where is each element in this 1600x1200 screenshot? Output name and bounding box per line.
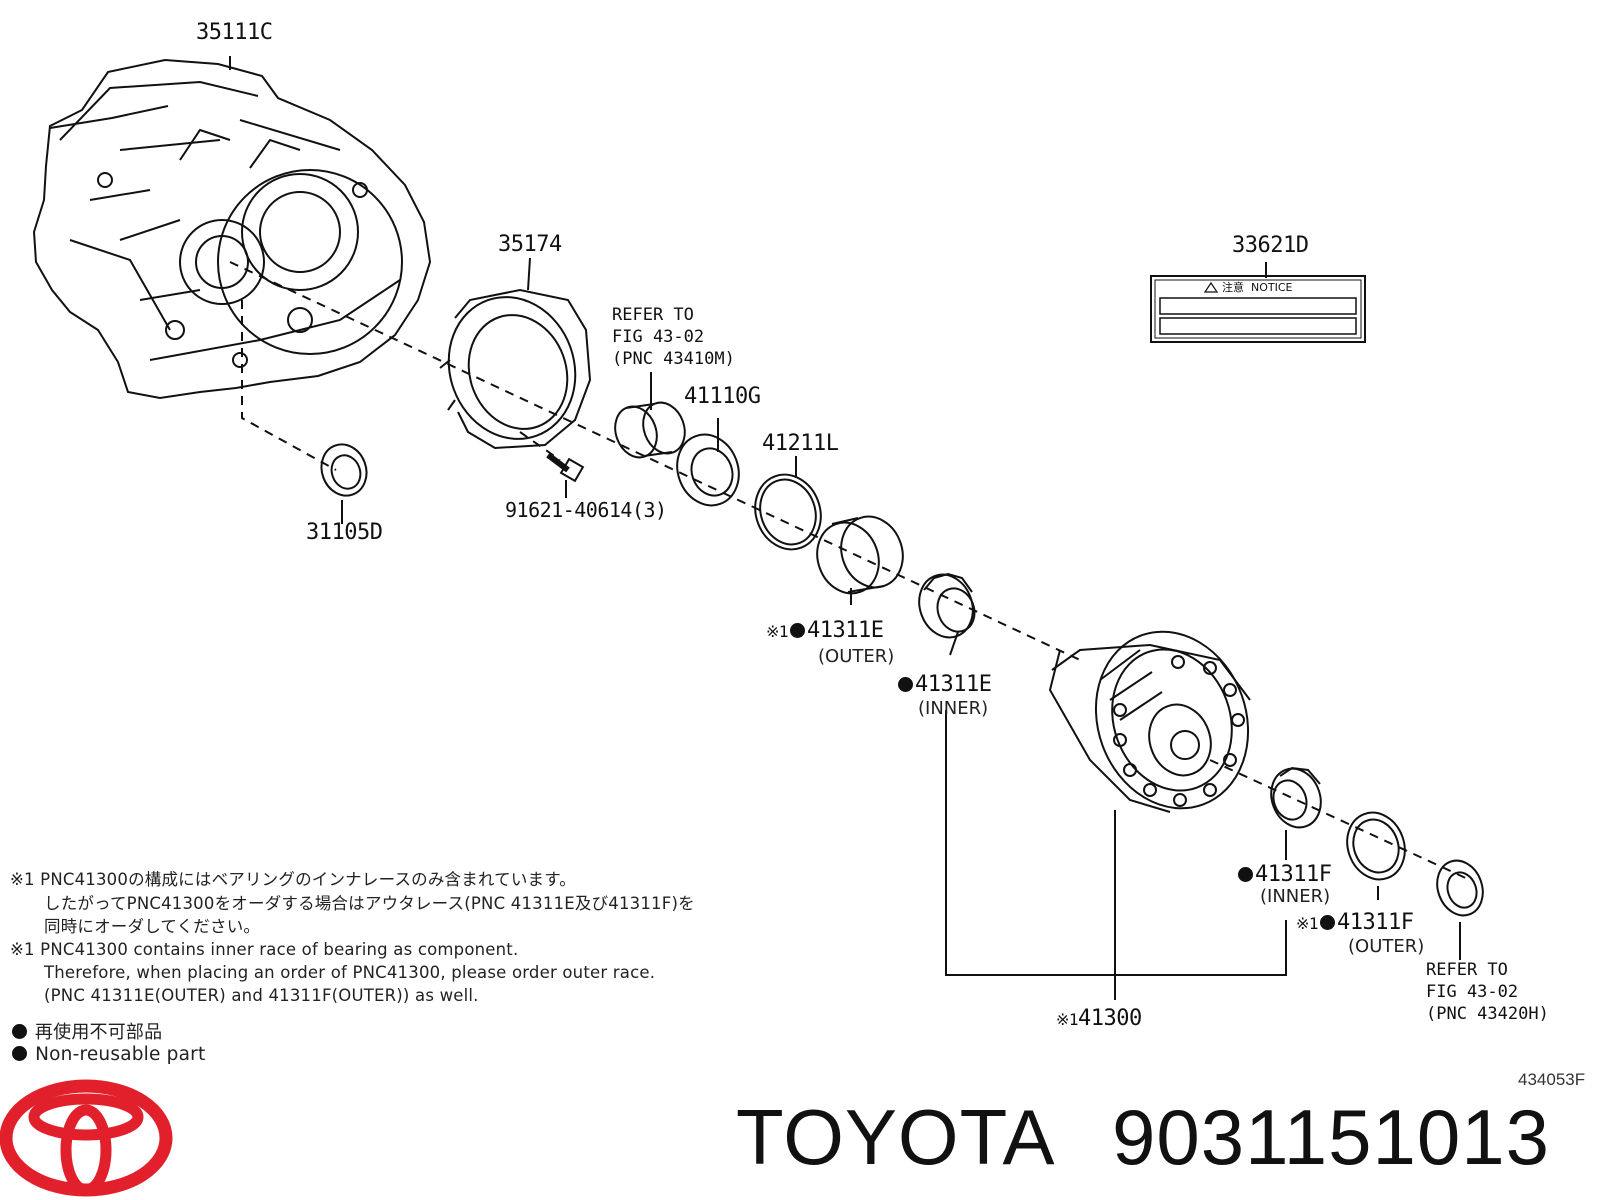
component-mark: ※1	[766, 622, 789, 641]
part-label-41300: ※141300	[1056, 1006, 1142, 1031]
brand-name: TOYOTA	[736, 1093, 1056, 1181]
notice-label	[1150, 275, 1366, 343]
refer-note-top: REFER TO FIG 43-02 (PNC 43410M)	[612, 305, 735, 369]
note-en-line-3: (PNC 41311E(OUTER) and 41311F(OUTER)) as…	[44, 986, 479, 1005]
part-label-41311e-inner: 41311E	[896, 672, 992, 697]
transaxle-case	[32, 58, 432, 400]
component-mark: ※1	[1296, 914, 1319, 933]
outer-race-41311e	[816, 515, 904, 595]
part-label-35174: 35174	[498, 232, 562, 257]
note-en-line-1: ※1 PNC41300 contains inner race of beari…	[10, 940, 519, 959]
notice-label-text: 注意 NOTICE	[1222, 281, 1293, 294]
figure-code: 434053F	[1518, 1070, 1586, 1089]
toyota-logo-icon	[0, 1079, 173, 1197]
note-en-line-2: Therefore, when placing an order of PNC4…	[44, 963, 656, 982]
non-reusable-dot-icon	[12, 1024, 27, 1039]
oil-seal-right	[1436, 859, 1484, 917]
note-jp-line-2: したがってPNC41300をオーダする場合はアウタレース(PNC 41311E及…	[44, 894, 695, 913]
inner-race-41311e	[918, 572, 976, 639]
sub-outer-41311f: (OUTER)	[1348, 936, 1425, 957]
outer-race-41311f	[1346, 811, 1406, 881]
non-reusable-dot-icon	[1320, 915, 1336, 930]
part-label-91621: 91621-40614(3)	[505, 498, 667, 522]
bearing-41110g	[676, 433, 740, 507]
inner-race-41311f	[1270, 766, 1322, 829]
shim-ring	[754, 473, 822, 551]
sub-inner-41311f: (INNER)	[1260, 886, 1331, 907]
part-label-41110g: 41110G	[684, 384, 761, 409]
differential-assembly	[1048, 630, 1251, 813]
non-reusable-dot-icon	[790, 623, 806, 638]
part-label-41311f-inner: 41311F	[1236, 862, 1332, 887]
sub-inner-41311e: (INNER)	[918, 698, 989, 719]
non-reusable-dot-icon	[1238, 867, 1253, 882]
component-mark: ※1	[1056, 1010, 1079, 1029]
part-label-41211l: 41211L	[762, 431, 839, 456]
note-jp-line-1: ※1 PNC41300の構成にはベアリングのインナレースのみ含まれています。	[10, 870, 577, 889]
non-reusable-dot-icon	[898, 677, 913, 692]
sleeve	[614, 401, 686, 459]
sub-outer-41311e: (OUTER)	[818, 646, 895, 667]
refer-note-bottom: REFER TO FIG 43-02 (PNC 43420H)	[1426, 960, 1549, 1024]
note-jp-line-3: 同時にオーダしてください。	[44, 917, 261, 936]
bolt	[546, 452, 585, 483]
part-label-35111c: 35111C	[196, 20, 273, 45]
part-label-33621d: 33621D	[1232, 233, 1309, 258]
non-reusable-dot-icon	[12, 1046, 27, 1061]
legend-jp: 再使用不可部品	[10, 1018, 162, 1044]
oil-seal	[320, 443, 368, 497]
part-label-31105d: 31105D	[306, 520, 383, 545]
part-number: 9031151013	[1112, 1093, 1551, 1181]
legend-en: Non-reusable part	[10, 1044, 205, 1065]
bearing-retainer	[439, 288, 592, 450]
